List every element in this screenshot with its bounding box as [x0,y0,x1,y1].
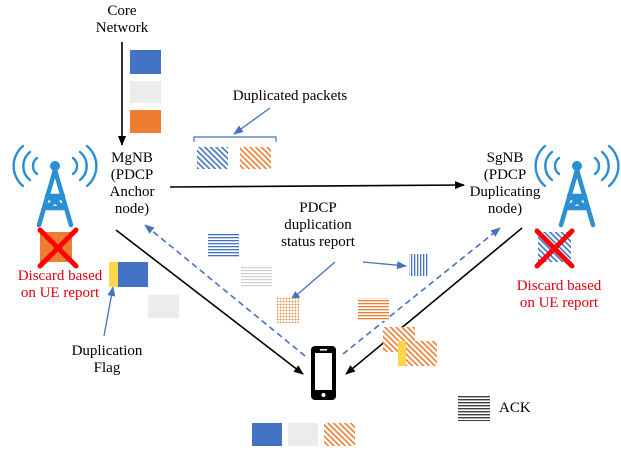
status-report-arrow-right [362,261,407,270]
status-report-packet-orange [277,298,299,323]
ue-packet-blue [252,423,282,446]
sgnb-label: SgNB (PDCP Duplicating node) [460,150,550,218]
mgnb-to-sgnb-arrow [169,181,465,190]
ue-to-sgnb-report-arrow [342,227,501,355]
sgnb-path-packet-orange [358,298,389,321]
smartphone-icon [311,346,336,400]
mgnb-label: MgNB (PDCP Anchor node) [100,150,164,218]
discard-left-line2: on UE report [20,285,100,301]
flag-packet-blue [118,262,148,287]
duplicated-packet-orange [240,147,271,169]
sgnb-cross-icon [534,228,575,269]
status-report-label: PDCP duplication status report [262,200,374,251]
sgnb-path-packet-orange-flag [406,341,437,366]
discard-right-line1: Discard based [516,278,602,294]
ue-to-mgnb-report-arrow [144,224,306,357]
sgnb-line4: node) [487,201,523,217]
mgnb-line3: Anchor [109,184,155,200]
duplicated-packet-blue [197,147,228,169]
duplicated-packets-arrow [233,107,271,135]
status-report-packet-blue [409,254,428,276]
mgnb-path-packet-gray-striped [241,265,272,288]
mgnb-line1: MgNB [111,150,153,166]
duplicated-packets-label: Duplicated packets [212,88,368,105]
duplication-flag-label: Duplication Flag [62,343,152,377]
duplication-flag-arrow [103,286,116,337]
core-packet-gray [130,81,161,103]
ue-packet-gray [288,423,318,446]
discard-right-label: Discard based on UE report [507,278,611,312]
mgnb-path-packet-gray [148,295,179,318]
discard-right-line2: on UE report [519,295,599,311]
mgnb-line2: (PDCP [110,167,154,183]
ack-text: ACK [499,400,531,416]
mgnb-cross-icon [37,227,79,269]
status-report-line1: PDCP [299,200,337,216]
sgnb-line3: Duplicating [469,184,541,200]
mgnb-to-ue-arrow [115,229,304,375]
sgnb-line1: SgNB [486,150,524,166]
core-network-line1: Core [107,3,137,19]
status-report-arrow-left [290,261,336,301]
mgnb-path-packet-blue [208,233,239,257]
ue-packet-orange [324,423,355,446]
discard-left-label: Discard based on UE report [8,268,112,302]
status-report-line2: duplication [284,217,352,233]
core-packet-blue [130,50,161,74]
mgnb-tower-icon [12,144,98,228]
duplicated-packets-text: Duplicated packets [232,88,348,104]
discard-left-line1: Discard based [17,268,103,284]
sgnb-to-ue-arrow [345,227,523,375]
status-report-line3: status report [281,234,355,250]
duplication-flag-line2: Flag [93,360,121,376]
duplicated-packets-bracket [193,136,277,142]
core-network-label: Core Network [83,3,161,37]
core-packet-orange [130,110,161,133]
ack-legend-icon [458,396,490,421]
duplication-flag-line1: Duplication [71,343,143,359]
sgnb-tower-icon [534,144,620,228]
core-network-line2: Network [95,20,149,36]
sgnb-line2: (PDCP [483,167,527,183]
flag-packet-yellow [109,262,118,287]
ack-label: ACK [499,400,539,417]
sgnb-path-packet-yellow [398,341,406,366]
mgnb-line4: node) [114,201,150,217]
